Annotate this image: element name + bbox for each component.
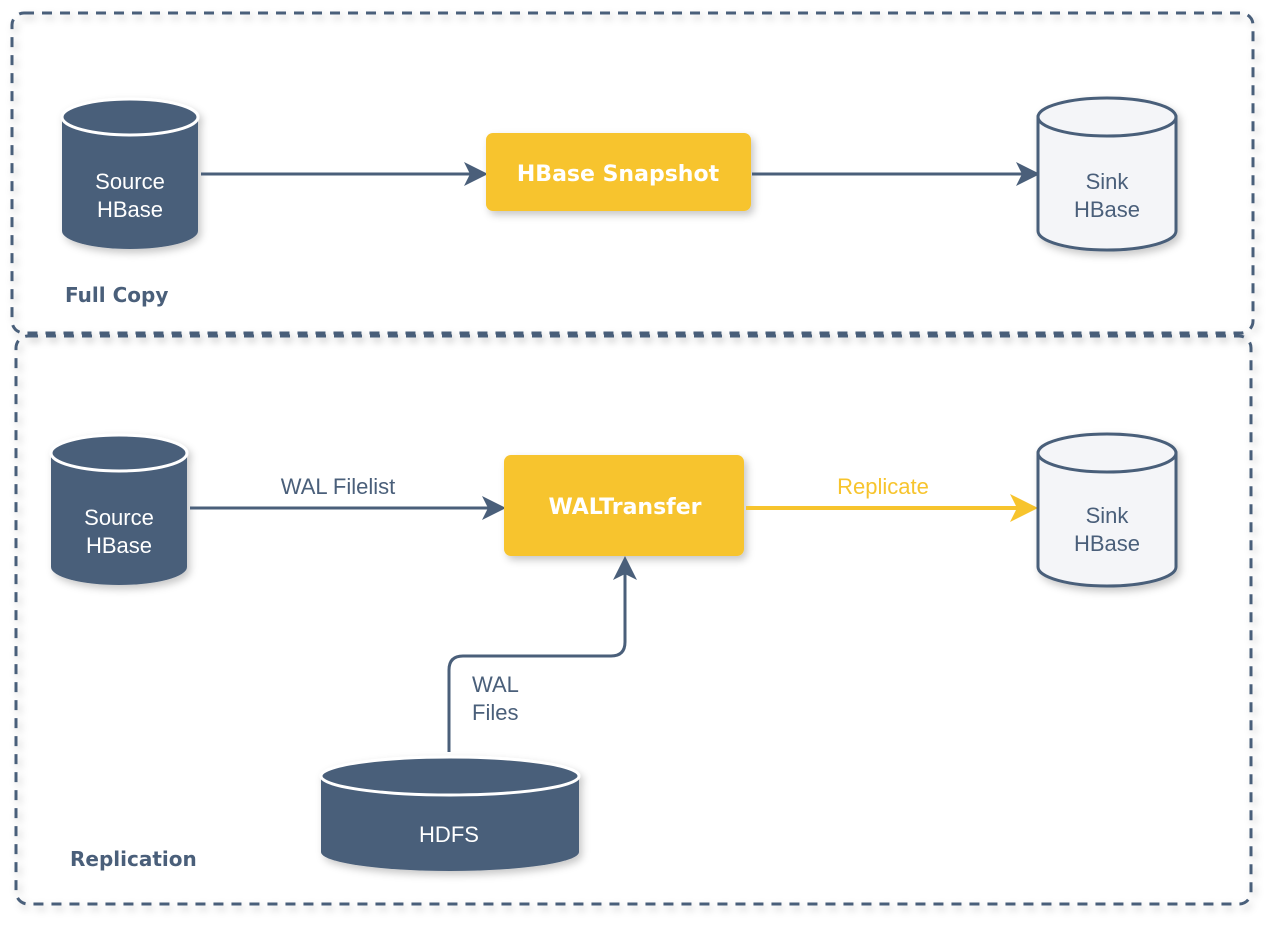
full-copy-sink-label-2: HBase [1074,197,1140,222]
hdfs-label: HDFS [419,822,479,847]
replication-source-label-1: Source [84,505,154,530]
full-copy-section: Full Copy Source HBase HBase Snapshot Si… [10,11,1255,335]
full-copy-source-label-1: Source [95,169,165,194]
edge-files-label-2: Files [472,700,518,725]
waltransfer-label: WALTransfer [548,495,701,520]
replication-source-cylinder [49,433,189,585]
replication-source-label-2: HBase [86,533,152,558]
full-copy-source-cylinder [60,97,200,249]
hdfs-cylinder [319,755,581,871]
hbase-snapshot-label: HBase Snapshot [517,162,720,187]
full-copy-title: Full Copy [65,283,168,307]
full-copy-sink-cylinder [1036,96,1178,252]
edge-hdfs-to-waltransfer [447,556,637,752]
replication-title: Replication [70,847,197,871]
edge-files-label-1: WAL [472,672,519,697]
full-copy-sink-label-1: Sink [1086,169,1130,194]
waltransfer-box [504,455,744,556]
full-copy-frame [10,11,1255,335]
edge-filelist-label: WAL Filelist [281,474,396,499]
replication-sink-cylinder [1036,432,1178,588]
replication-frame [14,334,1253,906]
replication-sink-label-1: Sink [1086,503,1130,528]
replication-section: Replication Source HBase WAL Filelist WA… [14,334,1253,906]
replication-sink-label-2: HBase [1074,531,1140,556]
edge-replicate-label: Replicate [837,474,929,499]
full-copy-source-label-2: HBase [97,197,163,222]
hbase-snapshot-box [486,133,751,211]
